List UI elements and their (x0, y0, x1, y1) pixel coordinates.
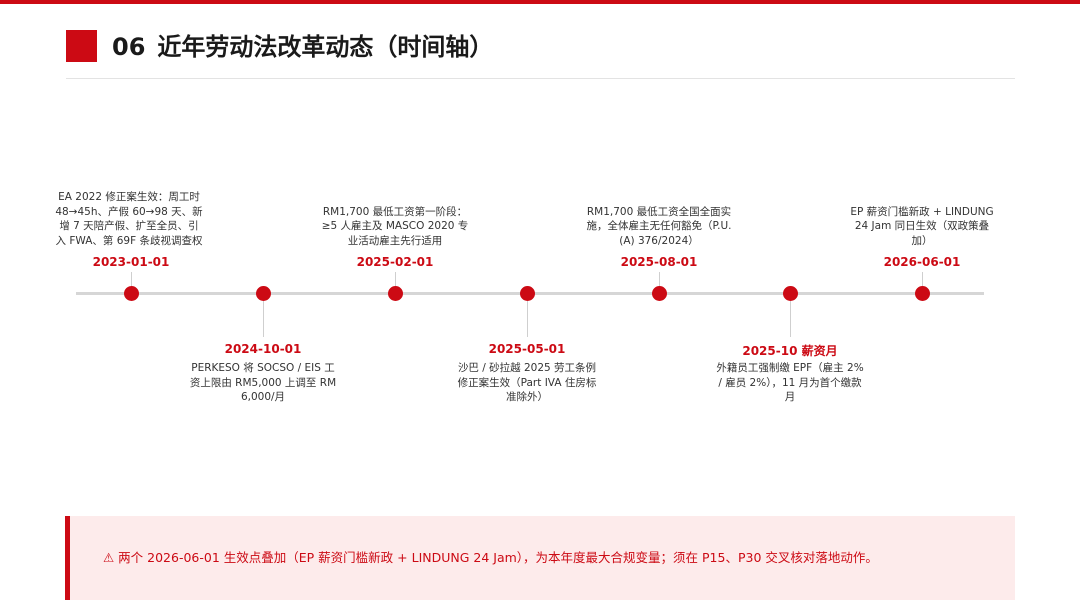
timeline-connector (526, 301, 528, 337)
timeline-connector (394, 272, 396, 286)
timeline-node (123, 286, 139, 301)
section-number: 06 (112, 33, 146, 61)
compliance-note: ⚠ 两个 2026-06-01 生效点叠加（EP 薪资门槛新政 + LINDUN… (65, 516, 1015, 600)
timeline-event-description: RM1,700 最低工资第一阶段：≥5 人雇主及 MASCO 2020 专业活动… (321, 205, 469, 247)
timeline-event-description: EP 薪资门槛新政 + LINDUNG 24 Jam 同日生效（双政策叠加） (850, 205, 994, 247)
top-accent-bar (0, 0, 1080, 4)
note-accent-bar (65, 516, 70, 600)
timeline-connector (921, 272, 923, 286)
timeline-event-description: EA 2022 修正案生效：周工时 48→45h、产假 60→98 天、新增 7… (55, 191, 203, 247)
page-title: 06 近年劳动法改革动态（时间轴） (112, 29, 493, 65)
timeline-node (519, 286, 535, 301)
timeline-event-description: 外籍员工强制缴 EPF（雇主 2% / 雇员 2%），11 月为首个缴款月 (716, 362, 864, 403)
timeline-event-date: 2025-08-01 (620, 255, 698, 269)
timeline-connector (789, 301, 791, 337)
timeline-connector (130, 272, 132, 286)
timeline-event-description: 沙巴 / 砂拉越 2025 劳工条例修正案生效（Part IVA 住房标准除外） (457, 362, 597, 403)
timeline-node (782, 286, 798, 301)
note-text: ⚠ 两个 2026-06-01 生效点叠加（EP 薪资门槛新政 + LINDUN… (103, 550, 878, 565)
timeline-event-date: 2024-10-01 (224, 342, 302, 356)
title-marker (66, 30, 97, 62)
timeline-event-date: 2025-05-01 (488, 342, 566, 356)
timeline-event-date: 2025-02-01 (356, 255, 434, 269)
timeline-node (651, 286, 667, 301)
timeline-connector (658, 272, 660, 286)
timeline-node (387, 286, 403, 301)
timeline-node (914, 286, 930, 301)
timeline-event-date: 2023-01-01 (92, 255, 170, 269)
timeline-event-description: RM1,700 最低工资全国全面实施，全体雇主无任何豁免（P.U.(A) 376… (586, 205, 732, 247)
section-title: 近年劳动法改革动态（时间轴） (157, 33, 494, 61)
timeline-event-date: 2025-10 薪资月 (742, 344, 838, 358)
timeline-connector (262, 301, 264, 337)
timeline-event-date: 2026-06-01 (883, 255, 961, 269)
timeline-node (255, 286, 271, 301)
timeline-event-description: PERKESO 将 SOCSO / EIS 工资上限由 RM5,000 上调至 … (189, 362, 337, 403)
title-divider (66, 78, 1015, 79)
